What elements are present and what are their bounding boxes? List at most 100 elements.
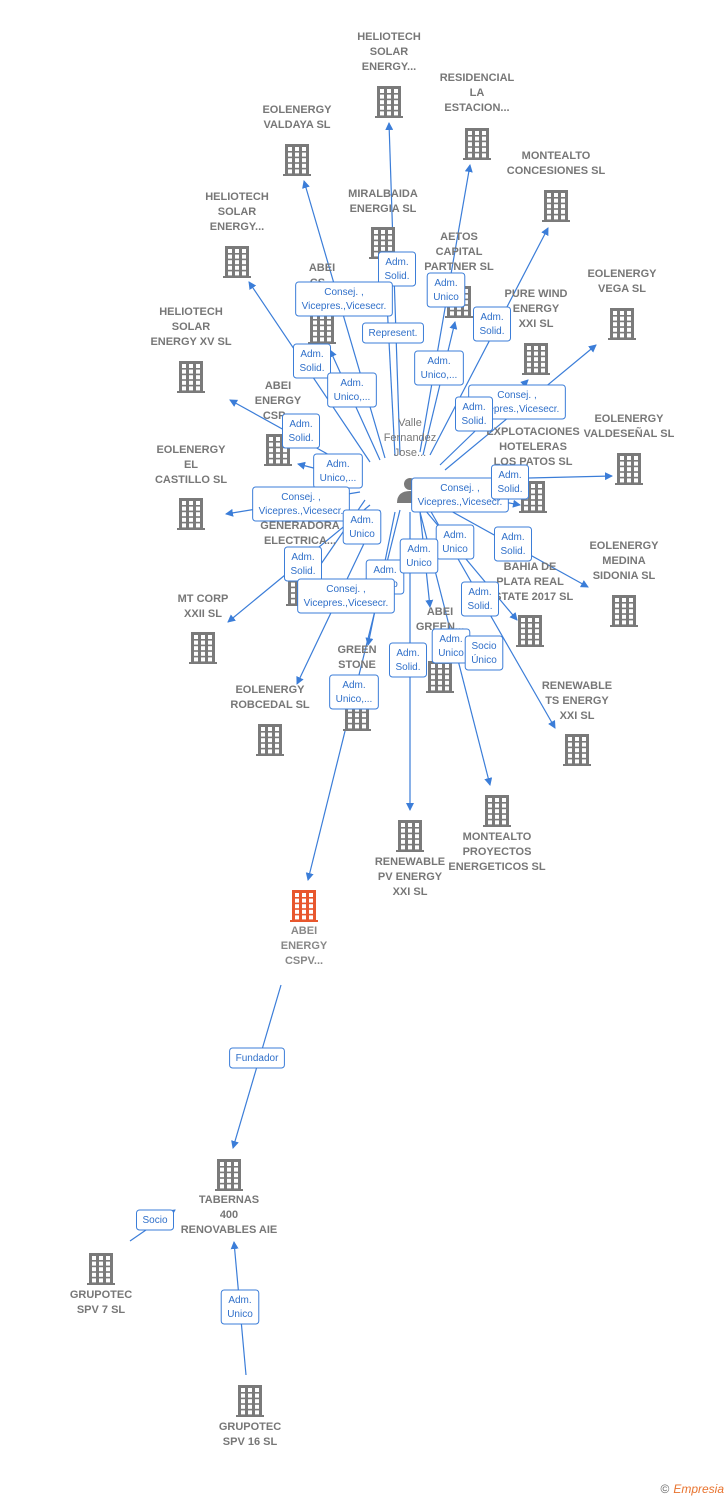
building-base [290, 920, 318, 922]
building-icon[interactable] [396, 820, 424, 852]
building-window [309, 898, 313, 903]
building-icon[interactable] [223, 246, 251, 278]
building-icon[interactable] [177, 498, 205, 530]
building-icon[interactable] [308, 312, 336, 344]
relation-badge[interactable]: Adm.Solid. [283, 546, 323, 582]
building-window [227, 1178, 231, 1183]
building-window [394, 89, 398, 93]
relation-badge[interactable]: Adm.Unico [220, 1289, 260, 1325]
relation-badge[interactable]: Consej. ,Vicepres.,Vicesecr. [252, 486, 350, 522]
relation-badge[interactable]: Adm.Solid. [292, 343, 332, 379]
building-icon[interactable] [236, 1385, 264, 1417]
badge-label-line: Adm. [439, 634, 462, 645]
relation-badge[interactable]: Represent. [362, 322, 424, 344]
relation-badge[interactable]: Adm.Unico,... [327, 372, 377, 408]
relation-badge[interactable]: Adm.Unico,... [329, 674, 379, 710]
badge-label: Adm.Unico [227, 1295, 253, 1320]
relation-badge[interactable]: Adm.Solid. [460, 581, 500, 617]
badge-label: Adm.Unico [406, 544, 432, 569]
footer-brand[interactable]: ©Empresia [660, 1482, 724, 1496]
building-window [313, 320, 317, 325]
relation-badge[interactable]: Socio [135, 1209, 175, 1231]
building-window [309, 915, 313, 920]
building-icon[interactable] [563, 734, 591, 766]
building-icon[interactable] [264, 434, 292, 466]
building-icon[interactable] [375, 86, 403, 118]
relation-badge[interactable]: Adm.Unico,... [313, 453, 363, 489]
building-icon[interactable] [542, 190, 570, 222]
building-window [106, 1267, 110, 1272]
relation-badge[interactable]: Adm.Solid. [490, 464, 530, 500]
building-icon[interactable] [256, 724, 284, 756]
building-icon[interactable] [87, 1253, 115, 1285]
building-window [92, 1278, 96, 1283]
company-name-line: ESTATE 2017 SL [487, 591, 574, 603]
relation-badge[interactable]: Consej. ,Vicepres.,Vicesecr. [411, 477, 509, 513]
building-icon[interactable] [516, 615, 544, 647]
building-window [196, 506, 200, 511]
relation-badge[interactable]: Adm.Solid. [493, 526, 533, 562]
building-icon[interactable] [522, 343, 550, 375]
relation-badge[interactable]: Adm.Unico [342, 509, 382, 545]
relation-badge[interactable]: Adm.Solid. [377, 251, 417, 287]
building-icon[interactable] [189, 632, 217, 664]
relation-badge[interactable]: Adm.Unico [426, 272, 466, 308]
relation-badge[interactable]: Adm.Solid. [281, 413, 321, 449]
building-window [408, 834, 412, 839]
relation-badge[interactable]: Adm.Unico,... [414, 350, 464, 386]
building-icon[interactable] [177, 361, 205, 393]
building-window [201, 651, 205, 656]
badge-label-line: Solid. [467, 601, 492, 612]
building-icon[interactable] [610, 595, 638, 627]
building-icon[interactable] [483, 795, 511, 827]
building-icon[interactable] [290, 890, 318, 922]
relation-badge[interactable]: Adm.Solid. [388, 642, 428, 678]
relation-badge[interactable]: Adm.Unico [399, 538, 439, 574]
building-icon[interactable] [608, 308, 636, 340]
relation-badge[interactable]: Adm.Solid. [454, 396, 494, 432]
relation-badge[interactable]: Adm.Unico [431, 628, 471, 664]
relation-badge[interactable]: Fundador [229, 1047, 285, 1069]
building-icon[interactable] [215, 1159, 243, 1191]
building-window [582, 759, 586, 764]
building-icon[interactable] [463, 128, 491, 160]
building-window [629, 598, 633, 602]
relation-badge[interactable]: Adm.Solid. [472, 306, 512, 342]
person-name-line: Jose... [394, 447, 426, 459]
building-icon[interactable] [615, 453, 643, 485]
building-icon[interactable] [426, 661, 454, 693]
relation-badge[interactable]: Consej. ,Vicepres.,Vicesecr. [297, 578, 395, 614]
building-icon[interactable] [283, 144, 311, 176]
company-name-line: VALDESEÑAL SL [584, 427, 675, 440]
relation-badge[interactable]: Consej. ,Vicepres.,Vicesecr. [295, 281, 393, 317]
relation-badge[interactable]: Adm.Unico [435, 524, 475, 560]
building-window [295, 169, 299, 174]
company-name-line: ABEI [291, 925, 317, 937]
